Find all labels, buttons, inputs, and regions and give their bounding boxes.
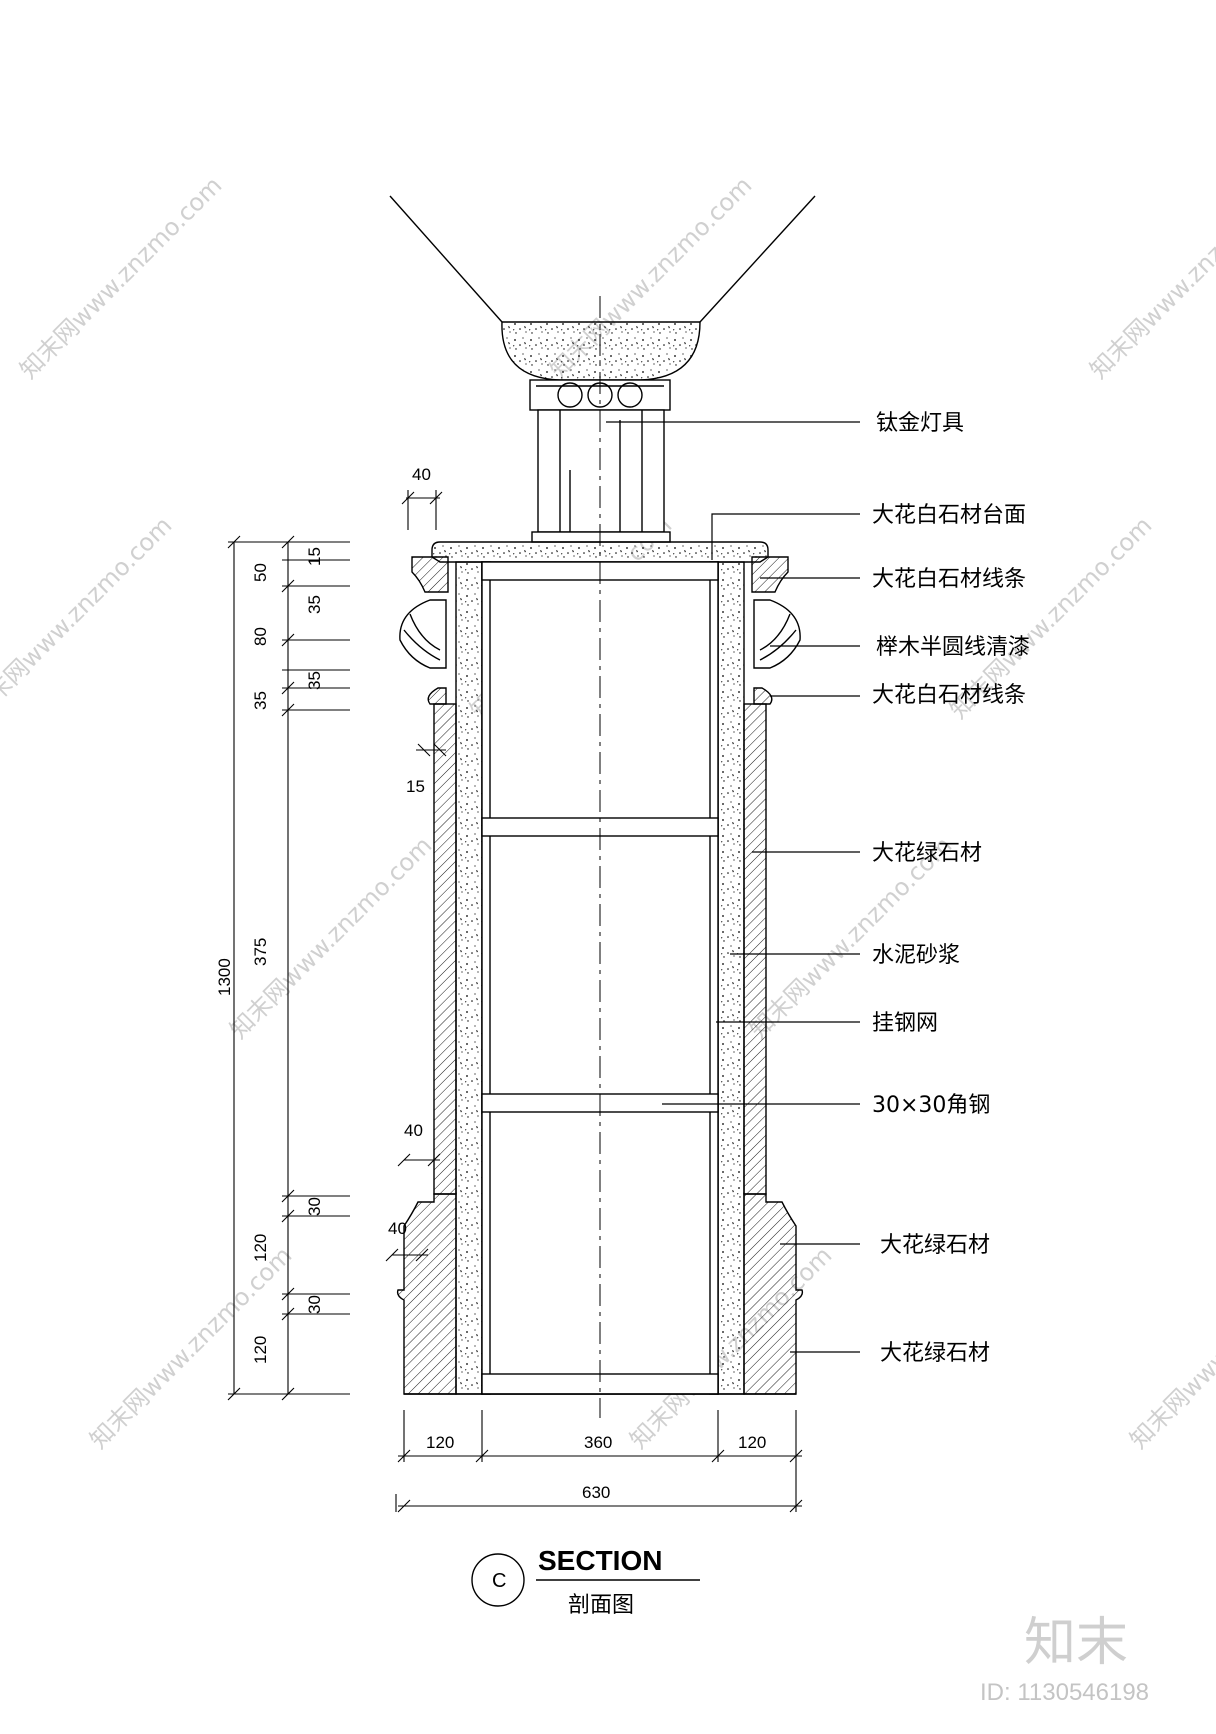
section-title: C SECTION 剖面图	[471, 1545, 700, 1618]
dim-side-40-a: 40	[404, 1121, 423, 1140]
label-angle-steel: 30×30角钢	[872, 1093, 990, 1118]
label-top-surface: 大花白石材台面	[872, 503, 1026, 528]
section-subtitle: 剖面图	[568, 1593, 634, 1618]
section-mark: C	[492, 1570, 506, 1592]
label-green-stone-main: 大花绿石材	[872, 841, 982, 866]
vertical-dimension-labels: 40 15 50 35 80 35 35 15 1300 375 40 30 1…	[215, 465, 431, 1364]
section-mark-circle	[471, 1553, 525, 1607]
label-lamp: 钛金灯具	[876, 411, 964, 436]
label-steel-mesh: 挂钢网	[872, 1011, 938, 1036]
dim-top-40: 40	[412, 465, 431, 484]
label-green-stone-base2: 大花绿石材	[880, 1341, 990, 1366]
watermark-text: 知末网www.znzmo.com	[1124, 1241, 1216, 1454]
dim-v30-b: 30	[305, 1295, 324, 1314]
dim-b120-right: 120	[738, 1433, 766, 1452]
label-line-bottom: 大花白石材线条	[872, 683, 1026, 708]
label-mortar: 水泥砂浆	[872, 943, 960, 968]
section-title-text: SECTION	[538, 1545, 662, 1576]
vertical-dimensions	[227, 490, 447, 1401]
dim-side-40-b: 40	[388, 1219, 407, 1238]
leader-lines	[606, 421, 860, 1353]
watermark-text: 知末网www.znzmo.com	[0, 511, 177, 724]
dim-v375: 375	[251, 938, 270, 966]
id-label: ID: 1130546198	[980, 1679, 1149, 1706]
dim-v35-c: 35	[251, 691, 270, 710]
dim-b630: 630	[582, 1483, 610, 1502]
bottom-dimension-labels: 120 360 120 630	[426, 1433, 766, 1502]
dim-b360: 360	[584, 1433, 612, 1452]
lamp-fixture	[389, 195, 816, 543]
watermark-text: 知末网www.znzmo.com	[14, 171, 227, 384]
label-green-stone-base1: 大花绿石材	[880, 1233, 990, 1258]
dim-v80: 80	[251, 627, 270, 646]
watermark-text: 知末网www.znzmo.com	[1084, 171, 1216, 384]
dim-v50: 50	[251, 563, 270, 582]
dim-v30-a: 30	[305, 1197, 324, 1216]
material-labels: 钛金灯具 大花白石材台面 大花白石材线条 榉木半圆线清漆 大花白石材线条 大花绿…	[872, 411, 1030, 1366]
dim-b120-left: 120	[426, 1433, 454, 1452]
dim-v120-a: 120	[251, 1234, 270, 1262]
dim-v35-a: 35	[305, 595, 324, 614]
dim-v15-a: 15	[305, 547, 324, 566]
dim-h15: 15	[406, 777, 425, 796]
label-half-round: 榉木半圆线清漆	[876, 635, 1030, 660]
dim-v120-b: 120	[251, 1336, 270, 1364]
dim-v1300: 1300	[215, 958, 234, 996]
label-line-top: 大花白石材线条	[872, 567, 1026, 592]
brand-watermark: 知末	[1024, 1613, 1128, 1673]
dim-v35-b: 35	[305, 671, 324, 690]
bottom-dimensions	[395, 1410, 803, 1513]
